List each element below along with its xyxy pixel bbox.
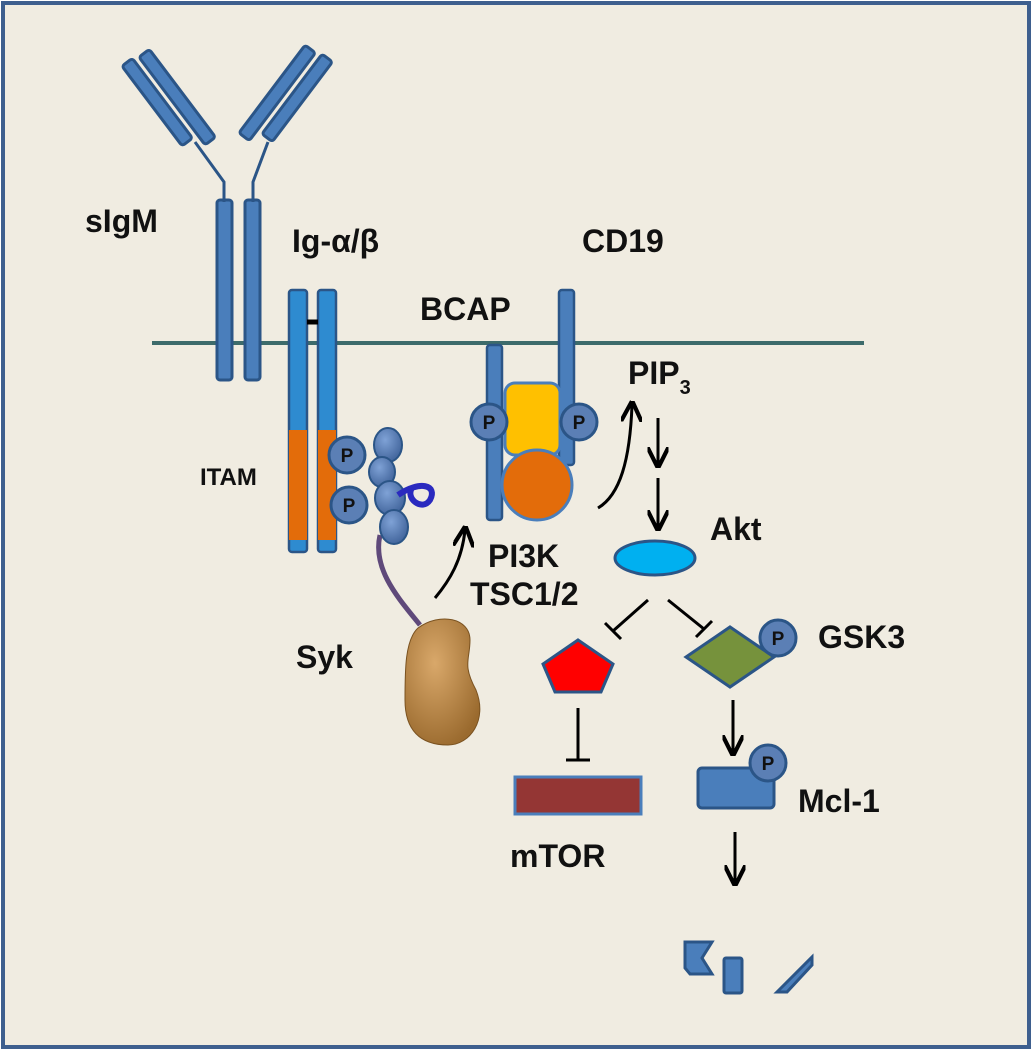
itam-phospho-2: P [329, 485, 369, 525]
tsc-complex [541, 638, 615, 694]
svg-text:P: P [762, 754, 775, 775]
mcl1-phospho: P [748, 743, 788, 783]
mcl1-label: Mcl-1 [798, 783, 880, 819]
gsk3-phospho: P [758, 618, 798, 658]
pi3k-regulatory-subunit [503, 381, 562, 457]
svg-text:P: P [343, 496, 356, 517]
syk-kinase [368, 427, 481, 746]
svg-text:P: P [772, 629, 785, 650]
itam-phospho-1: P [327, 435, 367, 475]
tsc-label: TSC1/2 [470, 576, 578, 612]
mcl1-protein [696, 766, 776, 810]
syk-to-pi3k-arrow [433, 530, 465, 599]
bcap-phospho: P [469, 402, 509, 442]
svg-text:P: P [341, 446, 354, 467]
mtor-label: mTOR [510, 838, 605, 874]
cd19-phospho: P [559, 402, 599, 442]
sigm-label: sIgM [85, 203, 158, 239]
svg-text:P: P [483, 413, 496, 434]
itam-motif-alpha [289, 430, 307, 540]
pi3k-label: PI3K [488, 538, 559, 574]
cd19-label: CD19 [582, 223, 664, 259]
pi3k-catalytic-subunit [500, 448, 574, 522]
bcap-cd19-complex: P P [469, 288, 599, 522]
pi3k-to-pip3-arrow [597, 405, 632, 510]
akt-kinase [613, 539, 697, 577]
itam-label: ITAM [200, 464, 257, 491]
svg-text:P: P [573, 413, 586, 434]
ig-alpha-beta-label: Ig-α/β [292, 223, 379, 259]
akt-inhibits-tsc [603, 598, 649, 641]
syk-label: Syk [296, 639, 353, 675]
akt-inhibits-gsk3 [667, 598, 714, 639]
bcap-label: BCAP [420, 291, 511, 327]
sigm-receptor [121, 44, 333, 382]
tsc-inhibits-mtor [566, 708, 590, 762]
mcl1-fragments [683, 940, 814, 995]
ig-alpha-beta-heterodimer [287, 288, 338, 554]
pip3-label: PIP3 [628, 355, 691, 399]
gsk3-label: GSK3 [818, 619, 905, 655]
akt-label: Akt [710, 511, 762, 547]
mtor-kinase [513, 775, 643, 816]
